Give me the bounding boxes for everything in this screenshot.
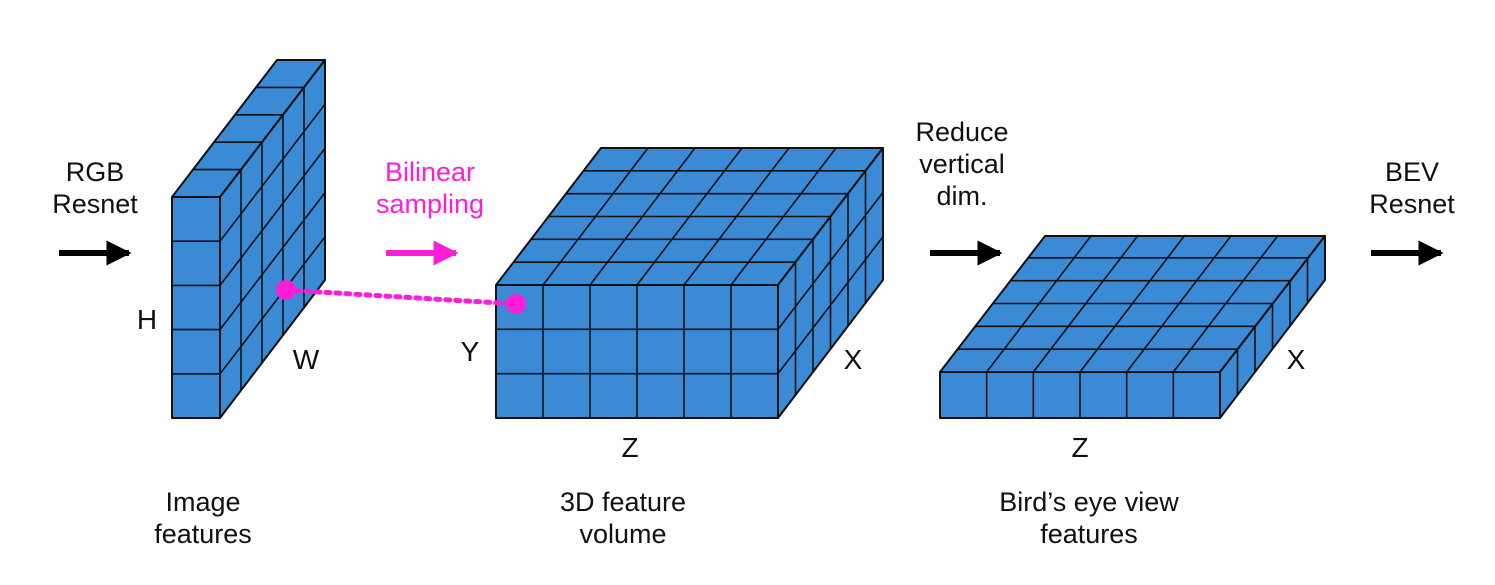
rgb-resnet-label: RGB Resnet <box>52 156 138 220</box>
sample-point-image <box>276 280 296 300</box>
reduce-line2: vertical <box>919 149 1005 179</box>
axis-x-label-bev: X <box>1286 344 1306 375</box>
grid-line <box>219 236 326 375</box>
bev-resnet-line1: BEV <box>1384 157 1440 187</box>
rgb-resnet-line1: RGB <box>65 157 125 187</box>
grid-line <box>777 191 884 330</box>
sampling-connector <box>283 287 519 307</box>
grid-line <box>219 147 326 286</box>
bev-caption: Bird’s eye view features <box>999 486 1179 550</box>
axis-z-label-volume: Z <box>621 432 639 463</box>
bilinear-line2: sampling <box>375 189 485 219</box>
axis-z-label-bev: Z <box>1071 432 1089 463</box>
bilinear-line1: Bilinear <box>384 157 476 187</box>
rgb-resnet-line2: Resnet <box>52 189 138 219</box>
volume-grid <box>496 147 884 418</box>
feature-volume-block <box>495 147 884 419</box>
image-features-caption: Image features <box>154 486 252 550</box>
volume-caption-line2: volume <box>579 519 667 549</box>
bev-grid <box>957 234 1309 418</box>
axis-y-label: Y <box>460 336 480 367</box>
grid-line <box>777 236 884 375</box>
image-block-front-face <box>171 196 221 419</box>
bev-resnet-line2: Resnet <box>1369 189 1455 219</box>
axis-w-label: W <box>292 344 320 375</box>
axis-x-label-volume: X <box>843 344 863 375</box>
volume-caption: 3D feature volume <box>560 486 686 550</box>
bev-features-block <box>939 234 1326 419</box>
bev-resnet-label: BEV Resnet <box>1369 156 1455 220</box>
axis-h-label: H <box>136 304 158 335</box>
bev-caption-line1: Bird’s eye view <box>999 487 1179 517</box>
reduce-vertical-label: Reduce vertical dim. <box>915 116 1008 212</box>
reduce-line1: Reduce <box>915 117 1009 147</box>
image-caption-line1: Image <box>165 487 241 517</box>
grid-line <box>219 192 326 331</box>
sample-point-volume <box>506 294 526 314</box>
grid-line <box>219 103 326 242</box>
image-caption-line2: features <box>154 519 252 549</box>
volume-caption-line1: 3D feature <box>559 487 687 517</box>
bilinear-sampling-label: Bilinear sampling <box>376 156 484 220</box>
image-features-block <box>171 59 326 419</box>
reduce-line3: dim. <box>936 181 988 211</box>
bev-caption-line2: features <box>1040 519 1138 549</box>
